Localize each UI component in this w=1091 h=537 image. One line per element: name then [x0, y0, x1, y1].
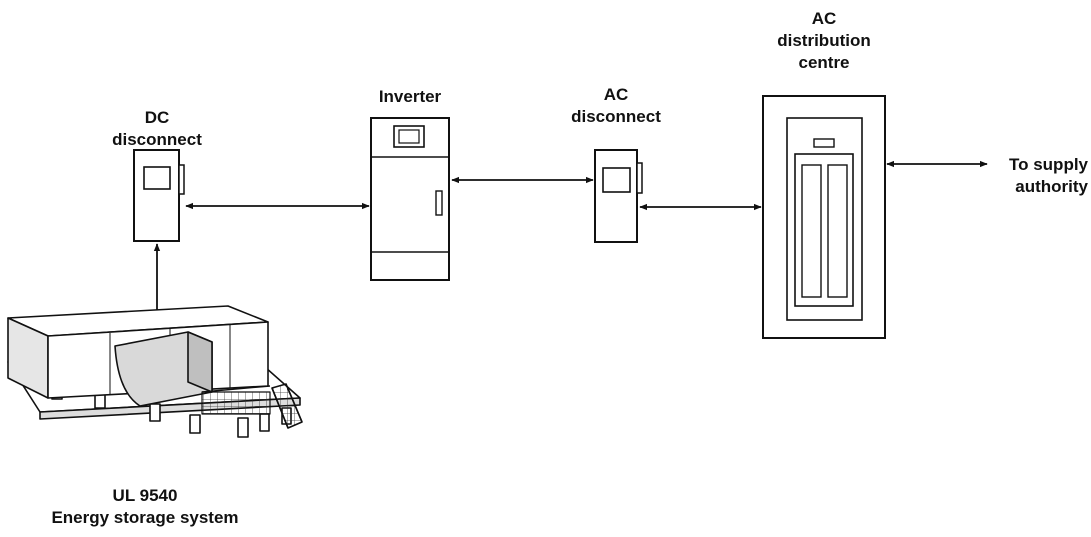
energy-storage-system	[7, 305, 303, 438]
label-line: DC	[144, 108, 170, 127]
label-line: authority	[1015, 177, 1088, 196]
inverter-label: Inverter	[356, 86, 464, 108]
label-line: disconnect	[571, 107, 661, 126]
label-line: AC	[603, 85, 629, 104]
ac-disconnect-box	[594, 149, 643, 243]
inverter-cabinet	[370, 117, 450, 281]
supply-authority-label: To supply authority	[990, 154, 1088, 198]
label-line: To supply	[1008, 155, 1088, 174]
dc-disconnect-label: DC disconnect	[104, 107, 210, 151]
energy-storage-label: UL 9540 Energy storage system	[40, 485, 250, 529]
label-line: AC	[811, 9, 837, 28]
ac-distribution-label: AC distribution centre	[769, 8, 879, 74]
label-line: UL 9540	[112, 486, 178, 505]
ac-distribution-panel	[762, 95, 886, 339]
dc-disconnect-box	[133, 149, 185, 242]
label-line: centre	[798, 53, 850, 72]
ac-disconnect-label: AC disconnect	[563, 84, 669, 128]
label-line: Inverter	[378, 87, 442, 106]
label-line: Energy storage system	[51, 508, 239, 527]
label-line: distribution	[777, 31, 871, 50]
connection-arrows	[153, 160, 988, 323]
label-line: disconnect	[112, 130, 202, 149]
